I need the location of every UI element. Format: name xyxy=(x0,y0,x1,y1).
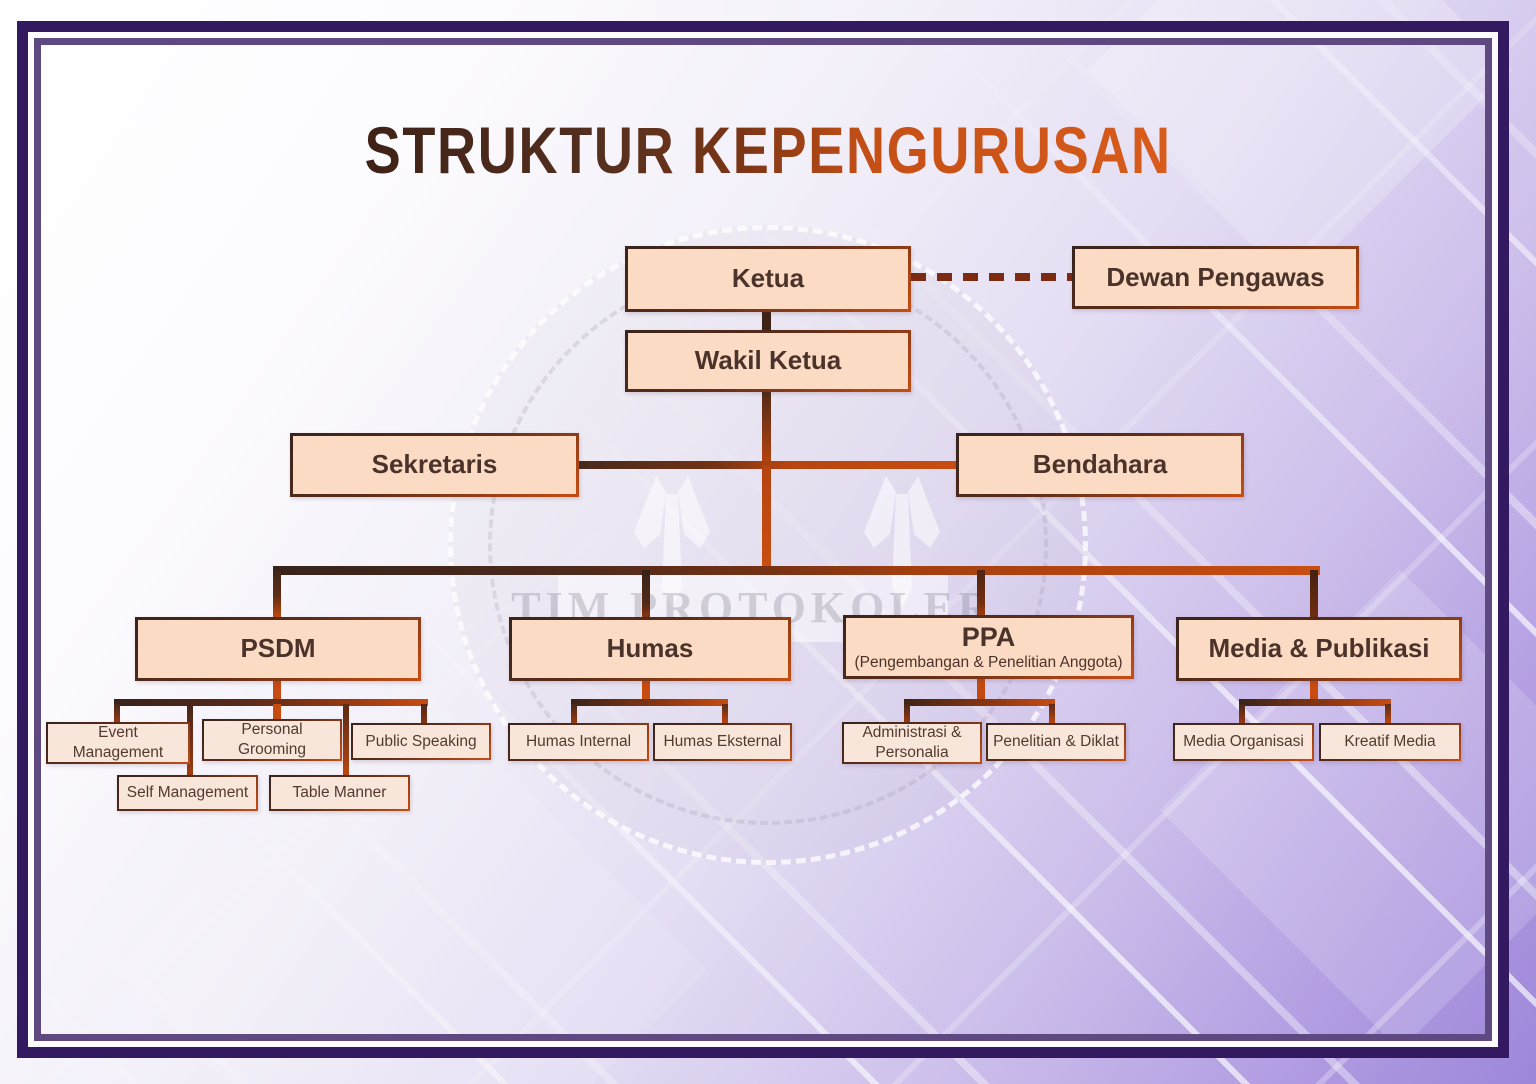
connector-drop-kreatif-media xyxy=(1385,704,1391,724)
connector-drop-ppa xyxy=(977,570,985,615)
connector-drop-humas-eksternal xyxy=(722,704,728,724)
connector-humas-bar xyxy=(571,699,728,706)
connector-psdm-bar xyxy=(114,699,428,706)
connector-drop-media xyxy=(1310,570,1318,617)
connector-drop-public-speaking xyxy=(421,704,427,724)
connector-drop-humas xyxy=(642,570,650,617)
node-ppa: PPA (Pengembangan & Penelitian Anggota) xyxy=(843,615,1134,679)
connector-media-bar xyxy=(1239,699,1391,706)
connector-drop-table-manner xyxy=(343,704,349,776)
node-media-publikasi: Media & Publikasi xyxy=(1176,617,1462,681)
connector-ppa-stub xyxy=(977,679,985,700)
node-penelitian-diklat: Penelitian & Diklat xyxy=(986,723,1126,761)
connector-drop-penelitian xyxy=(1049,704,1055,724)
node-ppa-label: PPA xyxy=(961,621,1016,652)
connector-humas-stub xyxy=(642,681,650,700)
node-event-management: Event Management xyxy=(46,722,190,764)
node-ppa-sublabel: (Pengembangan & Penelitian Anggota) xyxy=(854,654,1123,672)
node-dewan-pengawas: Dewan Pengawas xyxy=(1072,246,1359,309)
connector-ppa-bar xyxy=(904,699,1055,706)
connector-trunk xyxy=(762,465,771,568)
node-personal-grooming: Personal Grooming xyxy=(202,719,342,761)
connector-drop-event-management xyxy=(114,704,120,723)
node-public-speaking: Public Speaking xyxy=(351,723,491,760)
connector-drop-psdm xyxy=(273,570,281,617)
page-title: STRUKTUR KEPENGURUSAN xyxy=(0,112,1536,188)
page-title-text: STRUKTUR KEPENGURUSAN xyxy=(364,113,1172,187)
connector-media-stub xyxy=(1310,681,1318,700)
node-table-manner: Table Manner xyxy=(269,775,410,811)
node-wakil-ketua: Wakil Ketua xyxy=(625,330,911,392)
connector-drop-personal-grooming xyxy=(273,704,281,720)
node-bendahara: Bendahara xyxy=(956,433,1244,497)
connector-wakil-down xyxy=(762,390,771,465)
node-media-organisasi: Media Organisasi xyxy=(1173,723,1314,761)
connector-drop-humas-internal xyxy=(571,704,577,724)
connector-ketua-wakil xyxy=(762,310,771,332)
node-humas-internal: Humas Internal xyxy=(508,723,649,761)
connector-drop-administrasi xyxy=(904,704,910,723)
connector-ketua-dewan-dashed xyxy=(911,273,1072,281)
node-ketua: Ketua xyxy=(625,246,911,312)
node-sekretaris: Sekretaris xyxy=(290,433,579,497)
connector-main-bar xyxy=(273,566,1320,575)
connector-drop-media-organisasi xyxy=(1239,704,1245,724)
connector-drop-self-management xyxy=(187,704,193,776)
node-psdm: PSDM xyxy=(135,617,421,681)
node-self-management: Self Management xyxy=(117,775,258,811)
connector-psdm-stub xyxy=(273,681,281,701)
node-humas-eksternal: Humas Eksternal xyxy=(653,723,792,761)
node-administrasi-personalia: Administrasi & Personalia xyxy=(842,722,982,764)
node-humas: Humas xyxy=(509,617,791,681)
node-kreatif-media: Kreatif Media xyxy=(1319,723,1461,761)
